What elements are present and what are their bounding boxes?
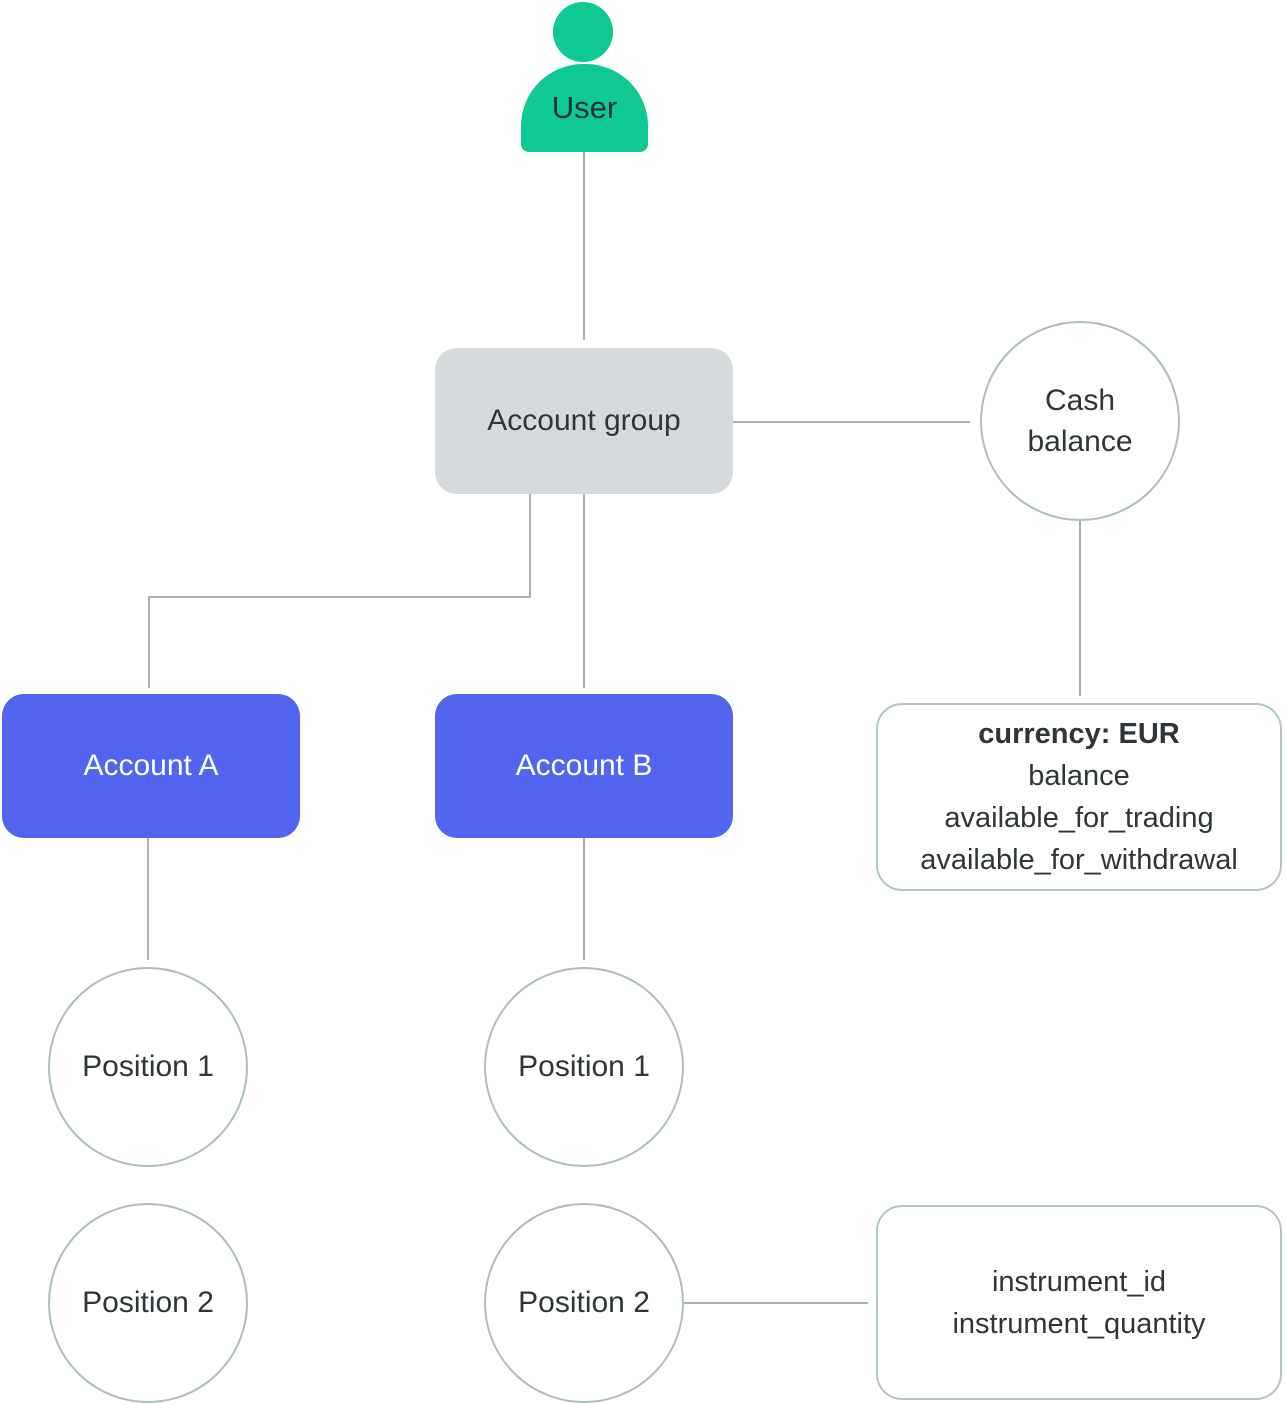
account-b-node: Account B (435, 694, 733, 838)
instrument-quantity-label: instrument_quantity (952, 1307, 1206, 1340)
account-a-position-2-node: Position 2 (48, 1203, 248, 1403)
edge-account-group-to-account-a (148, 494, 531, 688)
user-node: User (521, 64, 648, 152)
cash-balance-node: Cash balance (980, 321, 1180, 521)
account-b-position-1-label: Position 1 (518, 1050, 650, 1084)
user-icon (553, 2, 613, 62)
account-a-position-1-label: Position 1 (82, 1050, 214, 1084)
cash-detail-available-for-withdrawal: available_for_withdrawal (920, 844, 1238, 876)
instrument-details-box: instrument_id instrument_quantity (876, 1205, 1282, 1400)
account-a-node: Account A (2, 694, 300, 838)
account-b-position-2-label: Position 2 (518, 1286, 650, 1320)
account-b-position-1-node: Position 1 (484, 967, 684, 1167)
account-group-node: Account group (435, 348, 733, 494)
cash-detail-currency: currency: EUR (978, 718, 1180, 750)
account-a-position-1-node: Position 1 (48, 967, 248, 1167)
account-a-label: Account A (83, 749, 219, 782)
account-a-position-2-label: Position 2 (82, 1286, 214, 1320)
account-group-label: Account group (487, 404, 681, 437)
instrument-id-label: instrument_id (991, 1265, 1167, 1298)
cash-balance-details-box: currency: EUR balance available_for_trad… (876, 703, 1282, 891)
cash-detail-available-for-trading: available_for_trading (944, 802, 1214, 834)
user-label: User (551, 90, 618, 125)
account-b-position-2-node: Position 2 (484, 1203, 684, 1403)
cash-detail-balance: balance (1028, 760, 1130, 792)
cash-balance-label: Cash balance (1027, 383, 1133, 458)
account-b-label: Account B (515, 749, 653, 782)
